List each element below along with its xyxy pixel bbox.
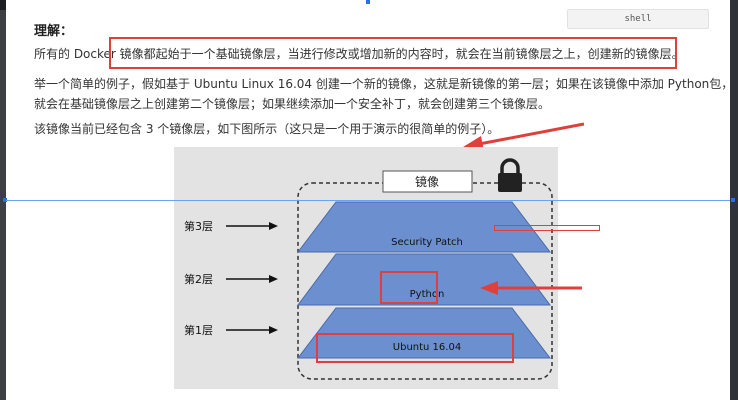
layer-2-side-label: 第2层 xyxy=(184,272,213,286)
paragraph-2-line-1: 举一个简单的例子，假如基于 Ubuntu Linux 16.04 创建一个新的镜… xyxy=(34,77,734,91)
annotation-box-security-patch xyxy=(494,225,600,231)
layer-3-side-label: 第3层 xyxy=(184,219,213,233)
resize-handle-top[interactable] xyxy=(366,0,370,4)
resize-handle-right[interactable] xyxy=(731,198,735,202)
layer-2-name: Python xyxy=(410,289,445,300)
paragraph-3: 该镜像当前已经包含 3 个镜像层，如下图所示（这只是一个用于演示的很简单的例子）… xyxy=(34,122,500,136)
layer-2-shape xyxy=(297,253,551,306)
paragraph-1: 所有的 Docker 镜像都起始于一个基础镜像层，当进行修改或增加新的内容时，就… xyxy=(34,47,684,61)
layer-3-shape xyxy=(296,201,552,253)
layer-1-name: Ubuntu 16.04 xyxy=(393,342,461,353)
paragraph-2-line-2: 就会在基础镜像层之上创建第二个镜像层；如果继续添加一个安全补丁，就会创建第三个镜… xyxy=(34,97,551,111)
section-heading: 理解： xyxy=(34,24,74,39)
code-language-tag[interactable]: shell xyxy=(567,9,709,29)
docker-layers-figure: 镜像 Security Patch Python Ubuntu 16.04 第3… xyxy=(174,147,558,389)
lock-icon xyxy=(498,158,522,192)
layer-1-side-label: 第1层 xyxy=(184,323,213,337)
layer-3-name: Security Patch xyxy=(391,237,463,248)
side-arrows xyxy=(226,222,278,334)
image-label: 镜像 xyxy=(415,174,439,189)
selection-guide-line xyxy=(6,200,730,201)
highlight-annotation-box xyxy=(109,37,677,69)
image-label-box xyxy=(382,170,473,193)
annotation-box-python xyxy=(380,271,438,304)
annotation-box-ubuntu xyxy=(316,333,514,363)
frame-tab xyxy=(0,0,6,10)
resize-handle-left[interactable] xyxy=(3,198,7,202)
annotation-arrow-icon xyxy=(480,281,582,295)
layer-diagram: 镜像 Security Patch Python Ubuntu 16.04 第3… xyxy=(184,170,553,380)
document-page: shell 理解： 所有的 Docker 镜像都起始于一个基础镜像层，当进行修改… xyxy=(14,0,733,400)
